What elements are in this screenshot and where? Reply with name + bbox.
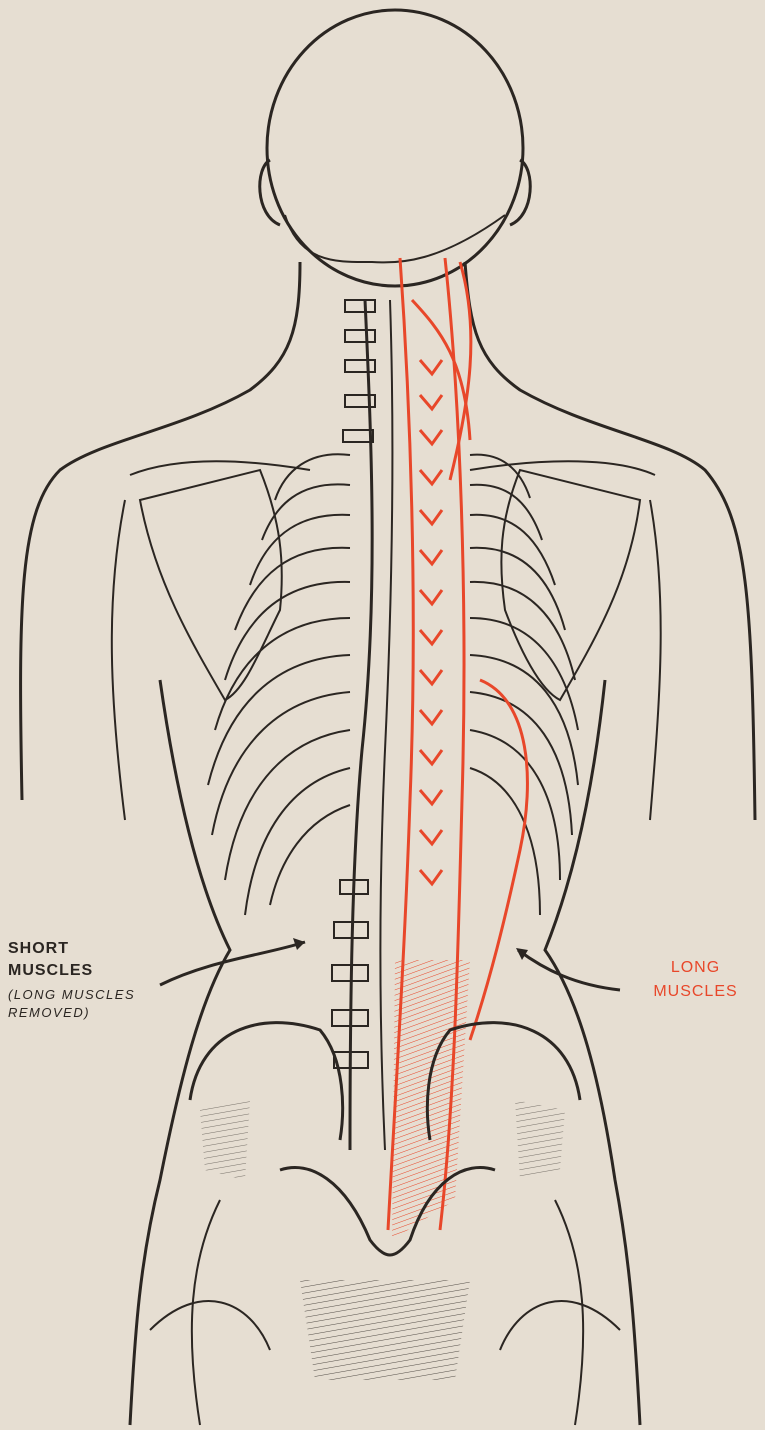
head: [267, 10, 523, 286]
body-outline: [21, 262, 755, 820]
short-muscles-label: SHORT MUSCLES (LONG MUSCLES REMOVED): [8, 938, 198, 1022]
right-arm-outline: [650, 500, 661, 820]
long-muscles-arrow: [518, 950, 620, 990]
short-muscles-note2: REMOVED): [8, 1004, 198, 1022]
short-muscles-line1: SHORT: [8, 938, 198, 960]
sacrum: [280, 1168, 495, 1255]
left-arm-outline: [112, 500, 125, 820]
hip-hatch-left: [200, 1100, 250, 1180]
hip-hatch-right: [515, 1100, 565, 1180]
short-muscle-band-2: [380, 300, 392, 1150]
long-muscles-label: LONG MUSCLES: [628, 956, 763, 1004]
long-muscles-line2: MUSCLES: [628, 980, 763, 1004]
right-clavicle: [470, 461, 655, 475]
left-clavicle: [130, 461, 310, 475]
sacrum-hatch: [300, 1280, 470, 1380]
long-muscle-chevrons: [420, 360, 442, 884]
short-muscles-note1: (LONG MUSCLES: [8, 986, 198, 1004]
short-muscles-line2: MUSCLES: [8, 960, 198, 982]
long-muscles-arrowhead: [516, 948, 528, 960]
skull-base: [285, 215, 505, 262]
long-muscles-line1: LONG: [628, 956, 763, 980]
